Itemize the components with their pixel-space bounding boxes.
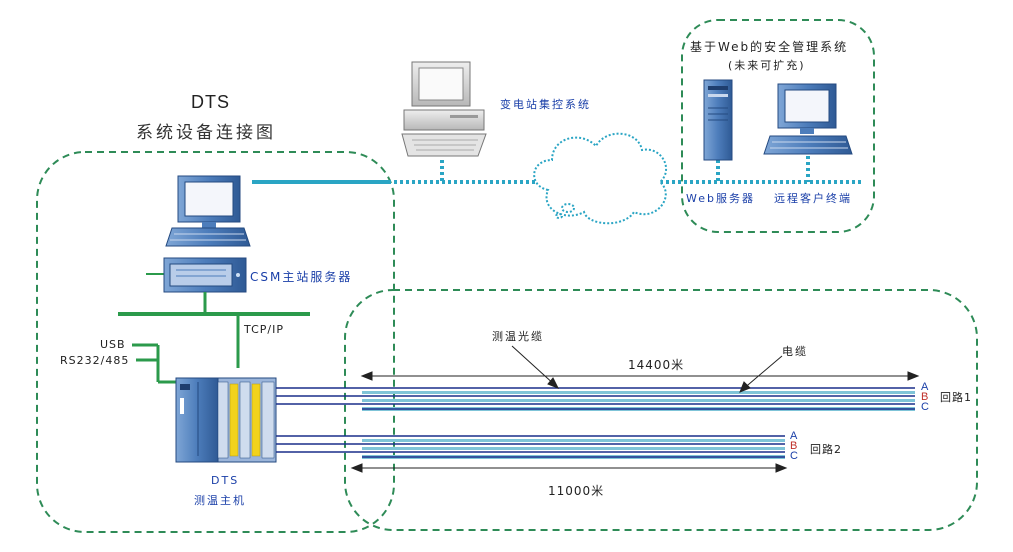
loop2-cable-bundle — [362, 439, 785, 459]
loop2-name: 回路2 — [810, 443, 842, 456]
field-zone-boundary — [344, 289, 978, 531]
loop1-cable-bundle — [362, 391, 915, 411]
remote-client-icon — [763, 83, 853, 155]
loop2-feed-lines — [276, 435, 785, 453]
fiber-label: 测温光缆 — [492, 330, 544, 343]
csm-computer-icon — [165, 175, 251, 247]
loop1-length-arrow — [360, 371, 920, 381]
diagram-title-sub: 系统设备连接图 — [136, 123, 276, 143]
loop1-name: 回路1 — [940, 391, 972, 404]
loop1-feed-lines — [276, 387, 915, 405]
cloud-icon — [533, 132, 667, 225]
serial-label: RS232/485 — [60, 354, 130, 367]
loop1-length-label: 14400米 — [628, 358, 685, 372]
dts-host-label-line2: 测温主机 — [194, 494, 246, 507]
fiber-pointer-arrow — [511, 345, 560, 389]
loop1-phase-c: C — [921, 401, 929, 413]
substation-system-label: 变电站集控系统 — [500, 98, 591, 111]
loop2-length-arrow — [350, 463, 788, 473]
web-server-icon — [703, 79, 733, 161]
remote-client-label: 远程客户终端 — [774, 192, 852, 205]
web-system-title: 基于Web的安全管理系统 — [690, 40, 849, 54]
substation-computer-icon — [401, 61, 487, 157]
loop2-phase-a: A — [790, 430, 798, 442]
loop1-phase-a: A — [921, 381, 929, 393]
dts-host-label-line1: DTS — [211, 474, 240, 487]
tcp-label: TCP/IP — [244, 323, 284, 336]
diagram-title-main: DTS — [191, 92, 230, 112]
loop1-phase-b: B — [921, 391, 929, 403]
web-system-subtitle: (未来可扩充) — [728, 59, 806, 72]
web-zone-boundary — [681, 19, 875, 233]
loop2-phase-b: B — [790, 440, 798, 452]
cable-pointer-arrow — [739, 355, 783, 393]
cable-label: 电缆 — [782, 345, 808, 358]
csm-server-icon — [146, 257, 247, 293]
csm-server-label: CSM主站服务器 — [250, 270, 353, 284]
usb-label: USB — [100, 338, 126, 351]
loop2-phase-c: C — [790, 450, 798, 462]
loop2-length-label: 11000米 — [548, 484, 605, 498]
dts-host-icon — [175, 377, 277, 463]
web-server-label: Web服务器 — [686, 192, 755, 205]
